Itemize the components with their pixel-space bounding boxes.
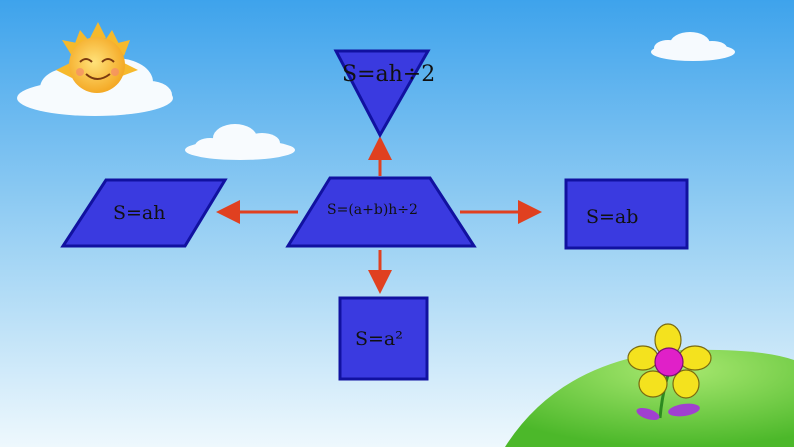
parallelogram-formula: S=ah: [113, 202, 166, 224]
triangle-shape: [333, 49, 431, 139]
cloud-icon: [651, 32, 735, 61]
rectangle-formula: S=ab: [586, 206, 639, 228]
triangle-formula: S=ah÷2: [342, 62, 436, 87]
cloud-icon: [185, 124, 295, 160]
parallelogram-shape: [60, 178, 228, 248]
rectangle-shape: [564, 178, 689, 250]
square-shape: [338, 296, 429, 381]
grass-hill: [505, 349, 794, 447]
flower-icon: [627, 323, 712, 421]
smiling-sun-icon: [56, 22, 138, 93]
trapezoid-formula: S=(a+b)h÷2: [327, 202, 418, 218]
trapezoid-shape: [285, 176, 477, 248]
square-formula: S=a²: [355, 328, 403, 350]
